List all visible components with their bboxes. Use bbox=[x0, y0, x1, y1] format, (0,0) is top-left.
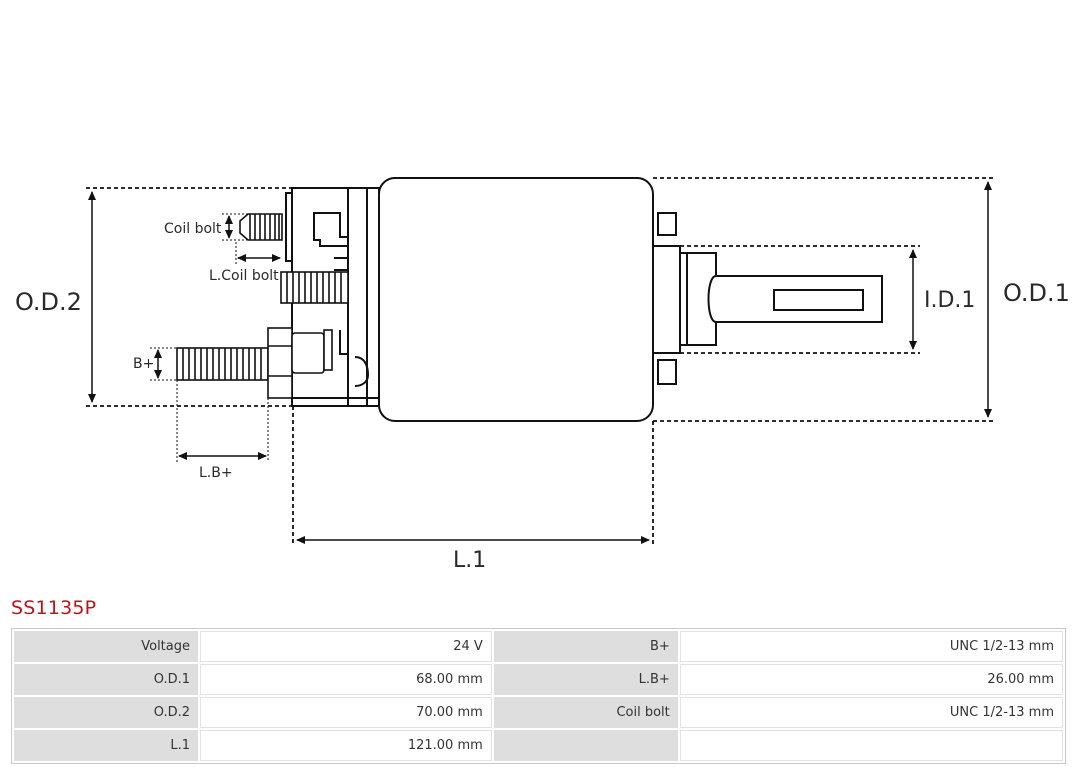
od2-label: O.D.2 bbox=[15, 288, 82, 316]
dimension-lines bbox=[86, 177, 996, 546]
product-code: SS1135P bbox=[11, 597, 97, 619]
middle-stud bbox=[280, 271, 349, 304]
spec-value: UNC 1/2-13 mm bbox=[679, 697, 1063, 728]
spec-label: O.D.1 bbox=[14, 664, 198, 695]
table-row: L.1 121.00 mm bbox=[14, 730, 1063, 761]
od1-label: O.D.1 bbox=[1003, 279, 1070, 307]
coil-bolt-label: Coil bolt bbox=[164, 221, 222, 237]
spec-label: O.D.2 bbox=[14, 697, 198, 728]
spec-label bbox=[493, 730, 678, 761]
table-row: O.D.1 68.00 mm L.B+ 26.00 mm bbox=[14, 664, 1063, 695]
specs-table: Voltage 24 V B+ UNC 1/2-13 mm O.D.1 68.0… bbox=[11, 628, 1066, 764]
spec-label: Coil bolt bbox=[493, 697, 678, 728]
l-b-plus-label: L.B+ bbox=[199, 465, 233, 481]
solenoid-dimension-drawing: O.D.2 O.D.1 I.D.1 L.1 Coil bolt L.Coil b… bbox=[15, 177, 1070, 573]
id1-label: I.D.1 bbox=[924, 288, 975, 313]
spec-value: UNC 1/2-13 mm bbox=[679, 631, 1063, 662]
coil-bolt bbox=[239, 213, 283, 241]
spec-label: L.B+ bbox=[493, 664, 678, 695]
dimension-labels: O.D.2 O.D.1 I.D.1 L.1 Coil bolt L.Coil b… bbox=[15, 221, 1070, 573]
battery-terminal bbox=[176, 327, 333, 399]
l-coil-bolt-label: L.Coil bolt bbox=[209, 268, 279, 284]
spec-value bbox=[679, 730, 1063, 761]
spec-label: Voltage bbox=[14, 631, 198, 662]
b-plus-label: B+ bbox=[133, 356, 154, 372]
table-row: Voltage 24 V B+ UNC 1/2-13 mm bbox=[14, 631, 1063, 662]
plunger-assembly bbox=[652, 212, 883, 385]
spec-value: 24 V bbox=[200, 631, 492, 662]
spec-label: B+ bbox=[493, 631, 678, 662]
spec-value: 121.00 mm bbox=[200, 730, 492, 761]
spec-label: L.1 bbox=[14, 730, 198, 761]
l1-label: L.1 bbox=[453, 548, 486, 573]
spec-value: 68.00 mm bbox=[200, 664, 492, 695]
table-row: O.D.2 70.00 mm Coil bolt UNC 1/2-13 mm bbox=[14, 697, 1063, 728]
spec-value: 26.00 mm bbox=[679, 664, 1063, 695]
spec-value: 70.00 mm bbox=[200, 697, 492, 728]
